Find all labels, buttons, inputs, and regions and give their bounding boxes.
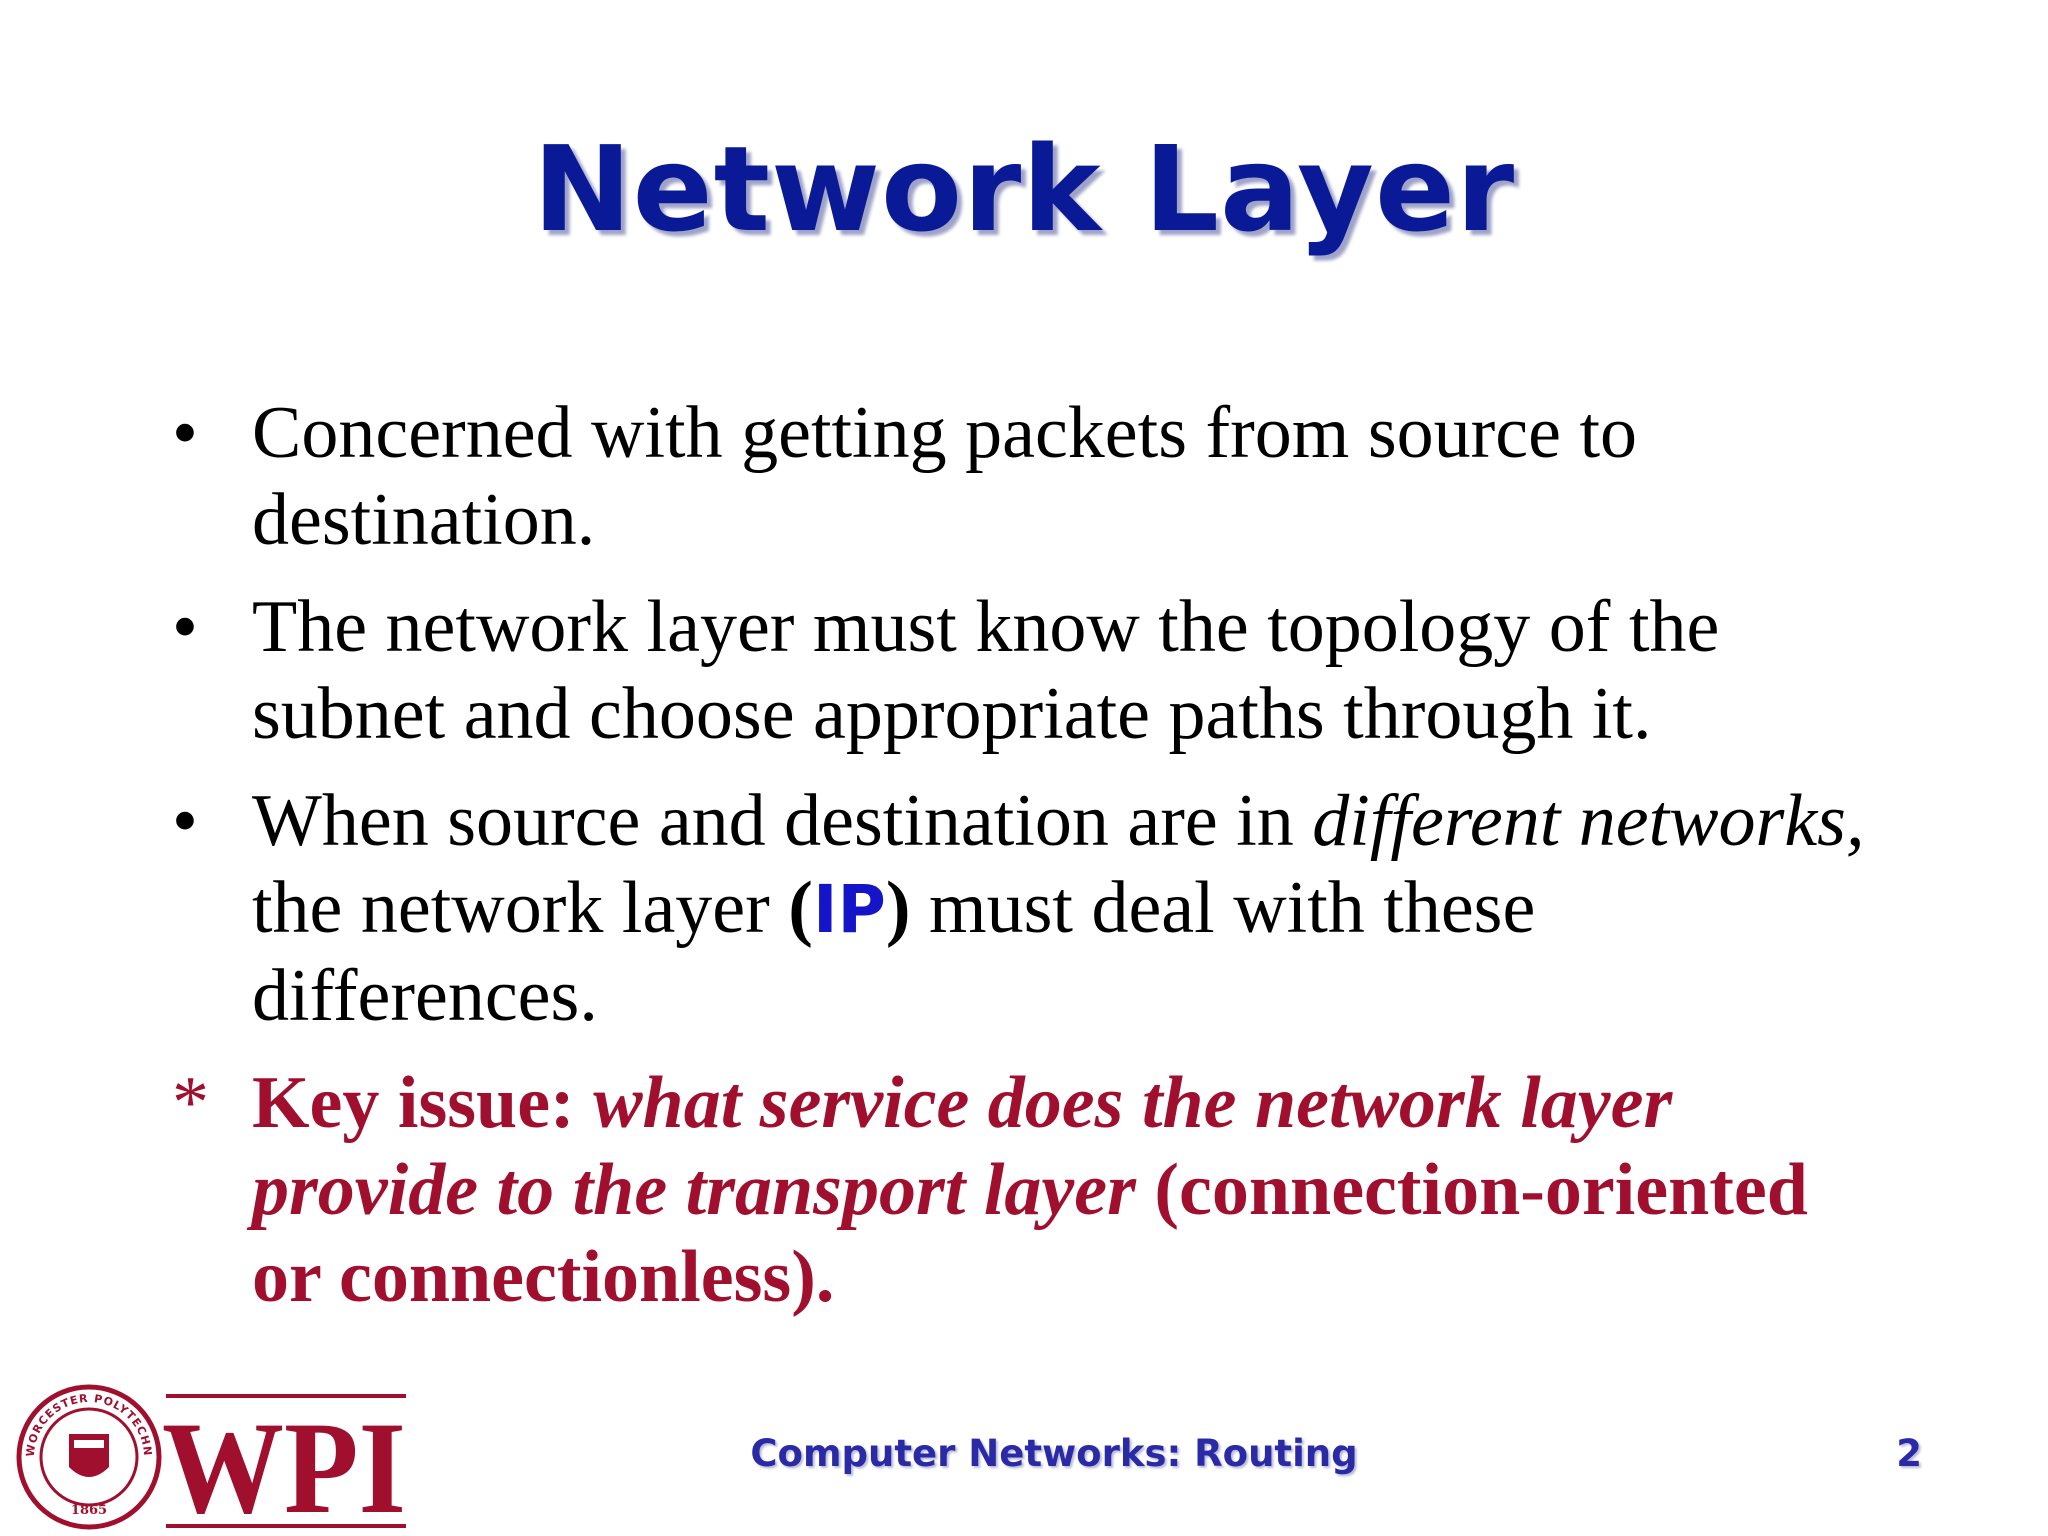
bullet-text: the network layer <box>252 867 789 949</box>
asterisk-marker: * <box>172 1062 209 1144</box>
paren-close: ) <box>885 867 911 949</box>
page-number: 2 <box>1896 1432 1922 1475</box>
bullet-marker: • <box>172 780 198 862</box>
bullet-text: The network layer must know the topology… <box>252 586 1720 755</box>
bullet-text-italic: different networks, <box>1312 780 1865 862</box>
bullet-item: • The network layer must know the topolo… <box>172 584 1892 758</box>
bullet-text: must deal with these differences. <box>252 867 1536 1037</box>
key-issue-item: * Key issue: what service does the netwo… <box>172 1060 1892 1321</box>
key-issue-question: what service does the network layer prov… <box>252 1062 1673 1231</box>
wpi-logo: WORCESTER POLYTECHNIC INSTITUTE 1865 WPI <box>9 1372 414 1536</box>
slide-title: Network Layer <box>532 120 1516 258</box>
bullet-marker: • <box>172 586 198 668</box>
bullet-list: • Concerned with getting packets from so… <box>172 390 1892 1341</box>
bullet-text: When source and destination are in <box>252 780 1313 862</box>
paren-open: ( <box>788 867 813 949</box>
seal-year: 1865 <box>71 1503 107 1518</box>
bullet-text: Concerned with getting packets from sour… <box>252 392 1638 561</box>
key-issue-rest: (connection-oriented or connectionless). <box>252 1149 1808 1318</box>
ip-label: IP <box>812 871 886 948</box>
bullet-item: • When source and destination are in dif… <box>172 778 1892 1040</box>
footer-title: Computer Networks: Routing <box>750 1432 1358 1475</box>
wpi-wordmark: WPI <box>162 1394 406 1532</box>
bullet-item: • Concerned with getting packets from so… <box>172 390 1892 564</box>
bullet-marker: • <box>172 392 198 474</box>
wpi-seal-icon: WORCESTER POLYTECHNIC INSTITUTE 1865 WPI <box>9 1372 406 1536</box>
key-issue-label: Key issue: <box>252 1062 594 1144</box>
